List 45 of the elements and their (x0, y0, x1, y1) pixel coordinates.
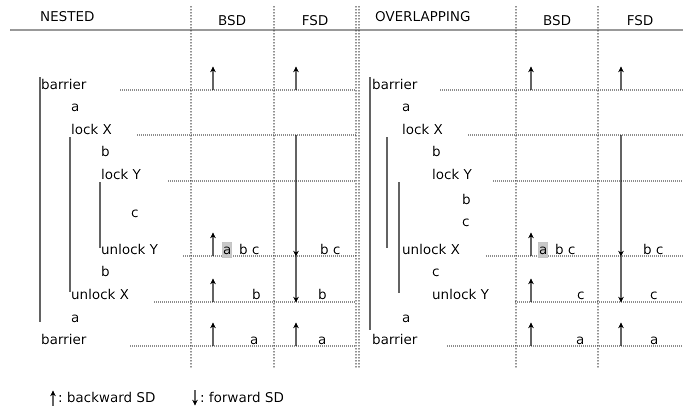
cell-text: c (650, 287, 658, 303)
code-line: lock X (402, 122, 443, 138)
code-line: barrier (372, 77, 418, 93)
cell-text: a (250, 332, 258, 348)
cell-text: b c (320, 242, 340, 258)
code-line: lock Y (432, 167, 472, 183)
code-line: b (101, 144, 110, 160)
code-line: c (432, 264, 440, 280)
code-line: b (462, 192, 471, 208)
legend-text: : backward SD (58, 390, 156, 406)
code-line: barrier (372, 332, 418, 348)
code-line: b (101, 264, 110, 280)
code-line: a (402, 310, 410, 326)
section-header: OVERLAPPING (375, 9, 470, 25)
column-header: BSD (218, 13, 246, 29)
code-line: a (402, 99, 410, 115)
code-line: a (71, 99, 80, 115)
cell-text: a (576, 332, 584, 348)
cell-text: b c (643, 242, 664, 258)
cell-text: b c (239, 242, 260, 258)
column-header: BSD (543, 13, 571, 29)
code-line: unlock Y (101, 242, 158, 258)
code-line: unlock X (402, 242, 460, 258)
column-header: FSD (302, 13, 328, 29)
cell-text: b (252, 287, 261, 303)
code-line: lock Y (101, 167, 141, 183)
code-line: c (131, 205, 138, 221)
code-line: lock X (71, 122, 112, 138)
cell-text: a (318, 332, 326, 348)
cell-text: b (318, 287, 327, 303)
highlighted-cell-text: a (538, 242, 548, 258)
code-line: unlock X (71, 287, 129, 303)
highlighted-cell-text: a (222, 242, 232, 258)
column-header: FSD (626, 13, 654, 29)
code-line: b (432, 144, 441, 160)
code-line: barrier (41, 332, 86, 348)
legend-text: : forward SD (200, 390, 284, 406)
cell-text: b c (555, 242, 576, 258)
cell-text: a (650, 332, 658, 348)
code-line: unlock Y (432, 287, 489, 303)
code-line: c (462, 214, 470, 230)
cell-text: c (577, 287, 584, 303)
code-line: barrier (41, 77, 86, 93)
code-line: a (71, 310, 80, 326)
section-header: NESTED (40, 9, 94, 25)
